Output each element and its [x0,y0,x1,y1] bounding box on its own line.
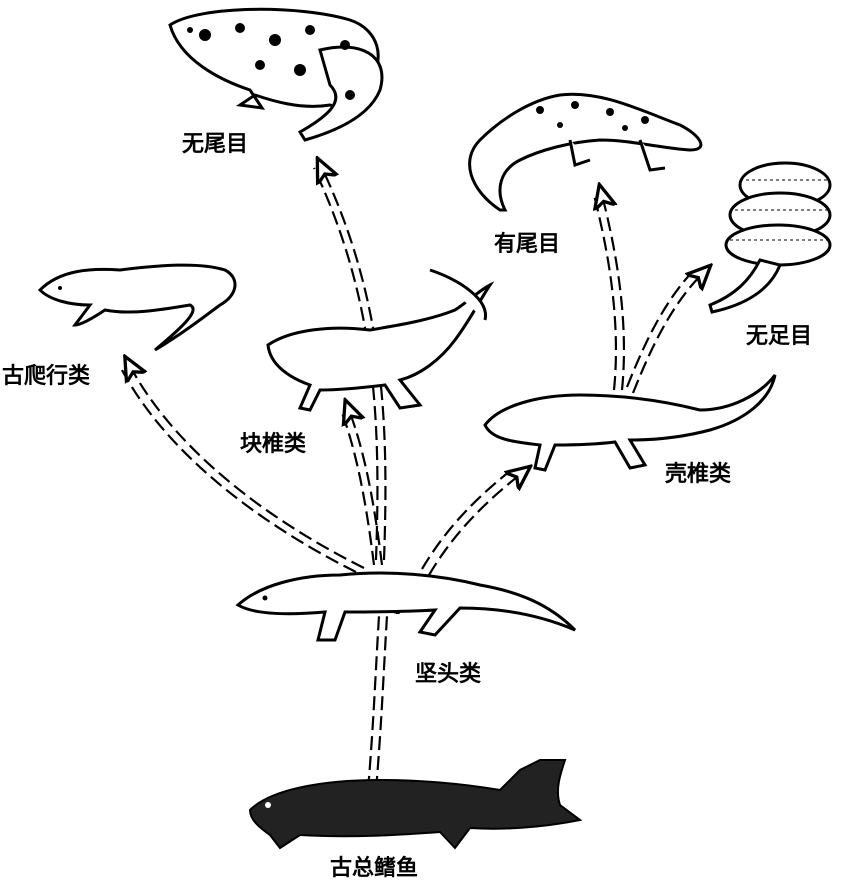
lepospondyl-illustration [483,374,777,472]
arrow-to-caudata [594,195,626,391]
label-stegocephalia: 坚头类 [415,662,482,687]
label-gymnophiona: 无足目 [746,324,813,349]
arrow-to-gymnophiona [625,267,703,394]
salamander-illustration [468,92,703,212]
caecilian-illustration [708,161,832,314]
temnospondyl-illustration [266,268,495,412]
label-lepospondyli: 壳椎类 [665,462,732,487]
label-caudata: 有尾目 [494,232,561,257]
arrow-to-anura [313,168,387,561]
lobe-finned-fish-illustration [248,759,583,850]
label-anura: 无尾目 [182,132,249,157]
label-paleo-reptiles: 古爬行类 [2,364,91,389]
stegocephalian-illustration [235,571,577,642]
arrow-fish-to-stegocephalia [366,600,388,791]
arrow-to-lepospondyli [421,467,522,576]
frog-illustration [168,7,384,142]
arrow-to-paleo-reptiles [121,366,365,573]
arrow-to-temnospondyli [339,410,384,566]
label-crossopterygii: 古总鳍鱼 [330,856,419,881]
label-temnospondyli: 块椎类 [240,432,307,457]
paleo-reptile-illustration [37,263,237,352]
